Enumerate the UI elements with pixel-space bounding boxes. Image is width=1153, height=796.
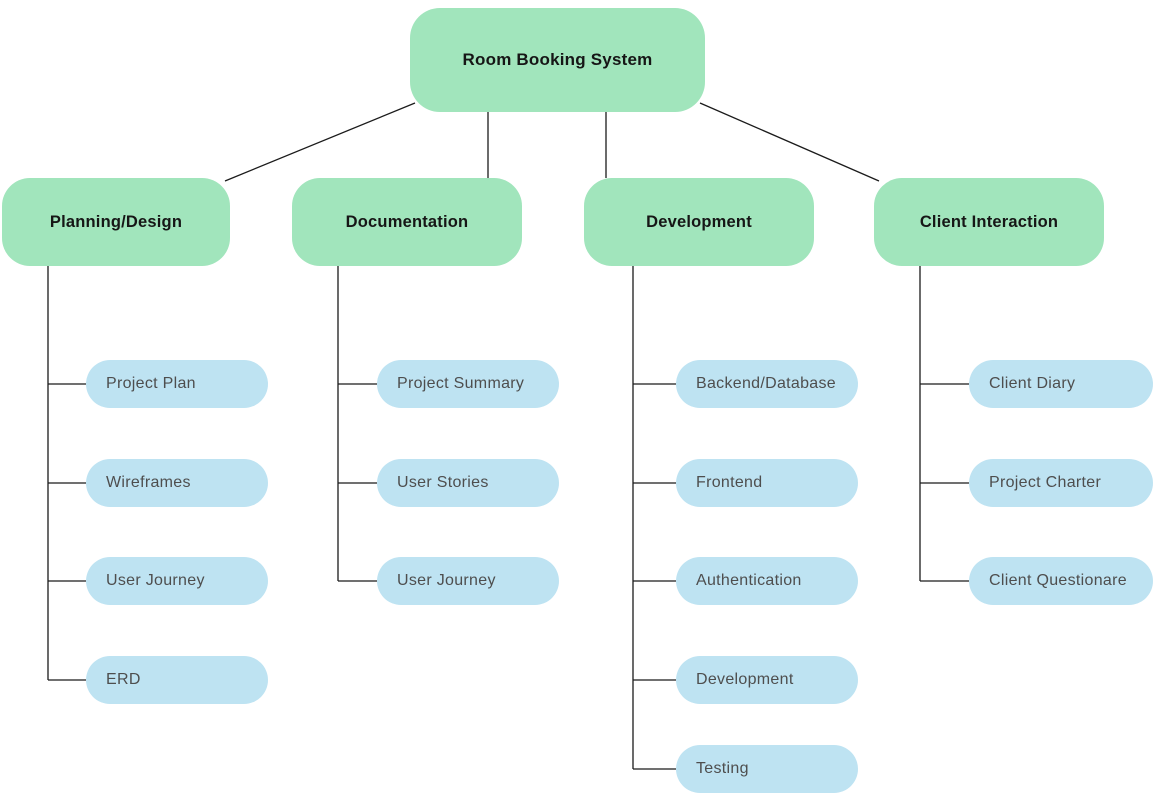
node-client-interaction[interactable]: Client Interaction xyxy=(874,178,1104,266)
node-label: Project Charter xyxy=(989,474,1102,491)
node-testing[interactable]: Testing xyxy=(676,745,858,793)
edge-planning-children xyxy=(47,266,86,681)
node-label: Backend/Database xyxy=(696,375,837,392)
node-user-stories[interactable]: User Stories xyxy=(377,459,559,507)
node-label: Authentication xyxy=(696,572,802,589)
node-user-journey-documentation[interactable]: User Journey xyxy=(377,557,559,605)
node-label: User Stories xyxy=(397,474,489,491)
node-backend-database[interactable]: Backend/Database xyxy=(676,360,858,408)
node-label: Development xyxy=(646,212,752,231)
node-label: Testing xyxy=(696,760,749,777)
edge-client-children xyxy=(919,266,969,582)
node-frontend[interactable]: Frontend xyxy=(676,459,858,507)
node-wireframes[interactable]: Wireframes xyxy=(86,459,268,507)
node-label: Client Diary xyxy=(989,375,1076,392)
node-label: User Journey xyxy=(397,572,496,589)
node-label: ERD xyxy=(106,671,141,688)
node-authentication[interactable]: Authentication xyxy=(676,557,858,605)
edge-documentation-children xyxy=(337,266,377,582)
node-project-charter[interactable]: Project Charter xyxy=(969,459,1153,507)
node-label: Project Plan xyxy=(106,375,196,392)
node-development-task[interactable]: Development xyxy=(676,656,858,704)
node-label: Frontend xyxy=(696,474,763,491)
node-development[interactable]: Development xyxy=(584,178,814,266)
node-planning-design[interactable]: Planning/Design xyxy=(2,178,230,266)
node-documentation[interactable]: Documentation xyxy=(292,178,522,266)
node-label: Client Interaction xyxy=(919,212,1059,231)
node-project-summary[interactable]: Project Summary xyxy=(377,360,559,408)
node-project-plan[interactable]: Project Plan xyxy=(86,360,268,408)
node-label: Room Booking System xyxy=(462,50,653,69)
node-label: Documentation xyxy=(345,212,469,231)
node-label: User Journey xyxy=(106,572,205,589)
node-label: Client Questionare xyxy=(989,572,1127,589)
node-erd[interactable]: ERD xyxy=(86,656,268,704)
edge-root-client xyxy=(699,102,880,182)
node-label: Planning/Design xyxy=(49,212,183,231)
node-label: Development xyxy=(696,671,794,688)
edge-root-planning xyxy=(224,102,416,182)
node-client-diary[interactable]: Client Diary xyxy=(969,360,1153,408)
node-room-booking-system[interactable]: Room Booking System xyxy=(410,8,705,112)
node-user-journey-planning[interactable]: User Journey xyxy=(86,557,268,605)
node-label: Wireframes xyxy=(106,474,191,491)
node-client-questionare[interactable]: Client Questionare xyxy=(969,557,1153,605)
edge-development-children xyxy=(632,266,676,770)
node-label: Project Summary xyxy=(397,375,525,392)
